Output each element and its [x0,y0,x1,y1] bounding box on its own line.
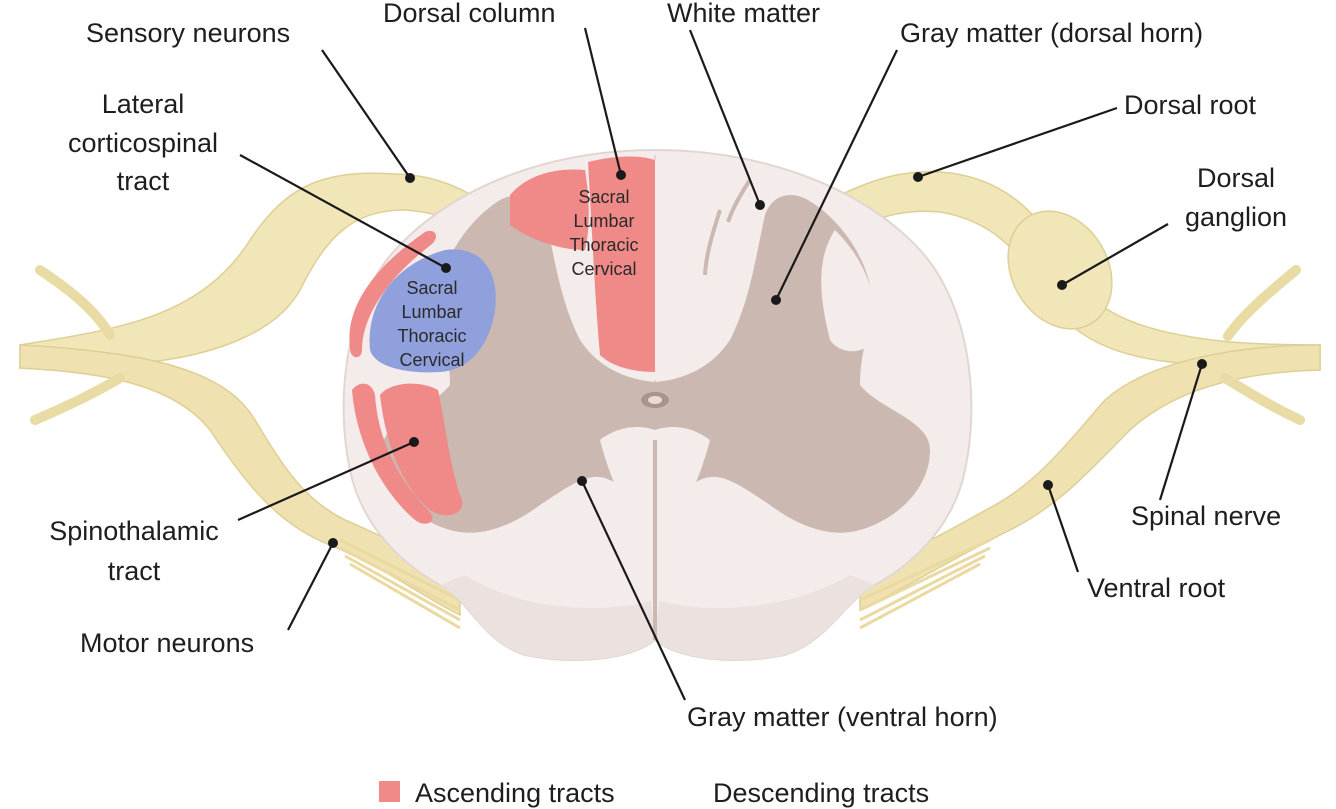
spinothalamic-tract [380,383,463,516]
dorsal-column-lateral [510,169,589,250]
gray-matter [382,195,930,533]
label-lateral-corticospinal-2: corticospinal [68,128,218,158]
legend: Ascending tracts Descending tracts [379,778,929,808]
corticospinal-level: Thoracic [397,326,466,346]
corticospinal-level: Sacral [406,278,457,298]
label-dorsal-root: Dorsal root [1124,90,1257,120]
spinal-cord [342,148,973,661]
label-ventral-root: Ventral root [1087,573,1226,603]
label-sensory-neurons: Sensory neurons [86,18,290,48]
label-dorsal-ganglion-2: ganglion [1185,202,1287,232]
label-gray-matter-ventral: Gray matter (ventral horn) [687,702,998,732]
label-motor-neurons: Motor neurons [80,628,254,658]
label-spinothalamic-1: Spinothalamic [49,516,219,546]
corticospinal-level: Cervical [399,350,464,370]
legend-descending-label: Descending tracts [713,778,929,808]
label-lateral-corticospinal-3: tract [117,166,170,196]
legend-ascending-label: Ascending tracts [415,778,615,808]
label-dorsal-ganglion-1: Dorsal [1197,163,1275,193]
dorsal-column-level: Lumbar [573,211,634,231]
label-spinal-nerve: Spinal nerve [1131,501,1281,531]
label-lateral-corticospinal-1: Lateral [102,89,185,119]
dorsal-column-level: Cervical [571,259,636,279]
leader-lines [237,27,1207,701]
label-dorsal-column: Dorsal column [383,0,556,28]
label-gray-matter-dorsal: Gray matter (dorsal horn) [900,18,1203,48]
corticospinal-level: Lumbar [401,302,462,322]
label-spinothalamic-2: tract [108,556,161,586]
label-white-matter: White matter [667,0,820,28]
right-nerve [829,171,1321,630]
lateral-corticospinal-tract [369,249,496,373]
legend-ascending-swatch [379,781,400,802]
corticospinal-levels: Sacral Lumbar Thoracic Cervical [397,278,466,370]
dorsal-column-medial [588,156,655,372]
labels: Sensory neurons Dorsal column White matt… [49,0,1287,732]
dorsal-column-levels: Sacral Lumbar Thoracic Cervical [569,187,638,279]
dorsal-column-level: Thoracic [569,235,638,255]
dorsal-column-level: Sacral [578,187,629,207]
